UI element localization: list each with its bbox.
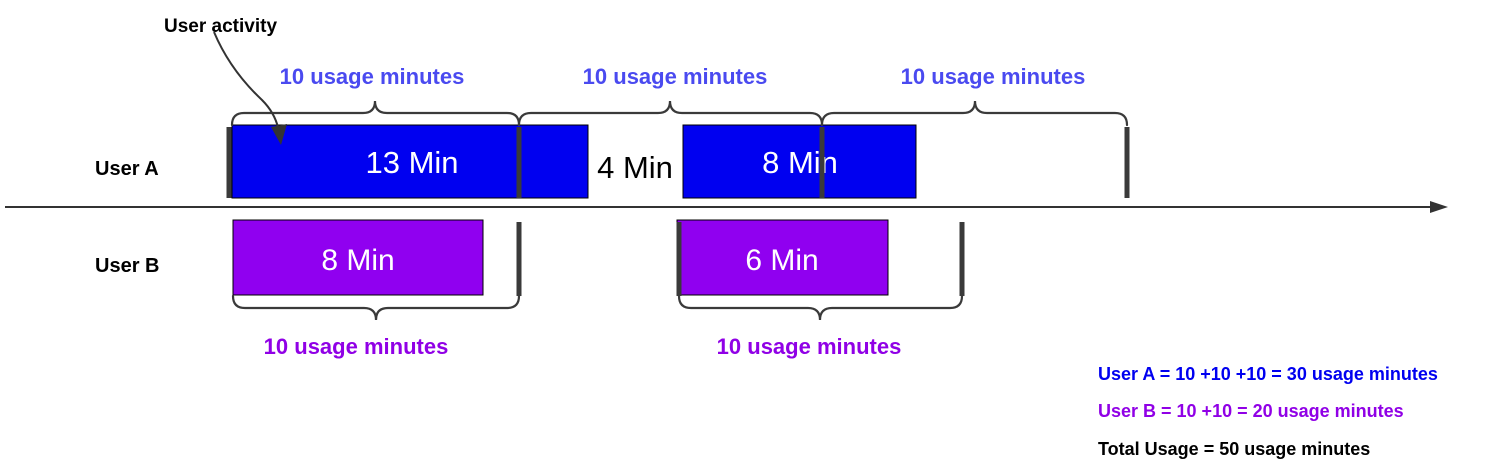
summary-user-b: User B = 10 +10 = 20 usage minutes [1098, 401, 1404, 421]
brace-user-a-window-1 [230, 100, 521, 127]
brace-user-b-window-2 [677, 294, 964, 321]
window-markers [226, 127, 1130, 296]
brace-user-a-window-3 [820, 100, 1129, 127]
row-label-user-b: User B [95, 255, 159, 277]
activity-block-user-a-2 [682, 124, 917, 199]
window-label-user-a-1: 10 usage minutes [280, 64, 465, 89]
activity-block-user-a-1 [231, 124, 589, 199]
row-label-user-a: User A [95, 158, 159, 180]
window-label-user-b-2: 10 usage minutes [717, 334, 902, 359]
activity-block-user-b-1 [232, 219, 484, 296]
annotation-arrow [213, 31, 280, 133]
window-label-user-b-1: 10 usage minutes [264, 334, 449, 359]
window-label-user-a-2: 10 usage minutes [583, 64, 768, 89]
summary-user-a: User A = 10 +10 +10 = 30 usage minutes [1098, 364, 1438, 384]
activity-block-user-b-2 [676, 219, 889, 296]
brace-user-b-window-1 [231, 294, 521, 321]
block-label-user-a-2: 8 Min [762, 145, 838, 180]
timeline-arrowhead [1430, 201, 1448, 213]
summary-total: Total Usage = 50 usage minutes [1098, 439, 1370, 459]
block-label-user-a-1: 13 Min [365, 145, 458, 180]
annotation-label: User activity [164, 16, 277, 37]
block-label-user-b-1: 8 Min [321, 244, 394, 277]
annotation-arrowhead [271, 124, 287, 145]
window-label-user-a-3: 10 usage minutes [901, 64, 1086, 89]
block-label-user-b-2: 6 Min [745, 244, 818, 277]
brace-user-a-window-2 [517, 100, 824, 127]
gap-label: 4 Min [597, 150, 673, 185]
